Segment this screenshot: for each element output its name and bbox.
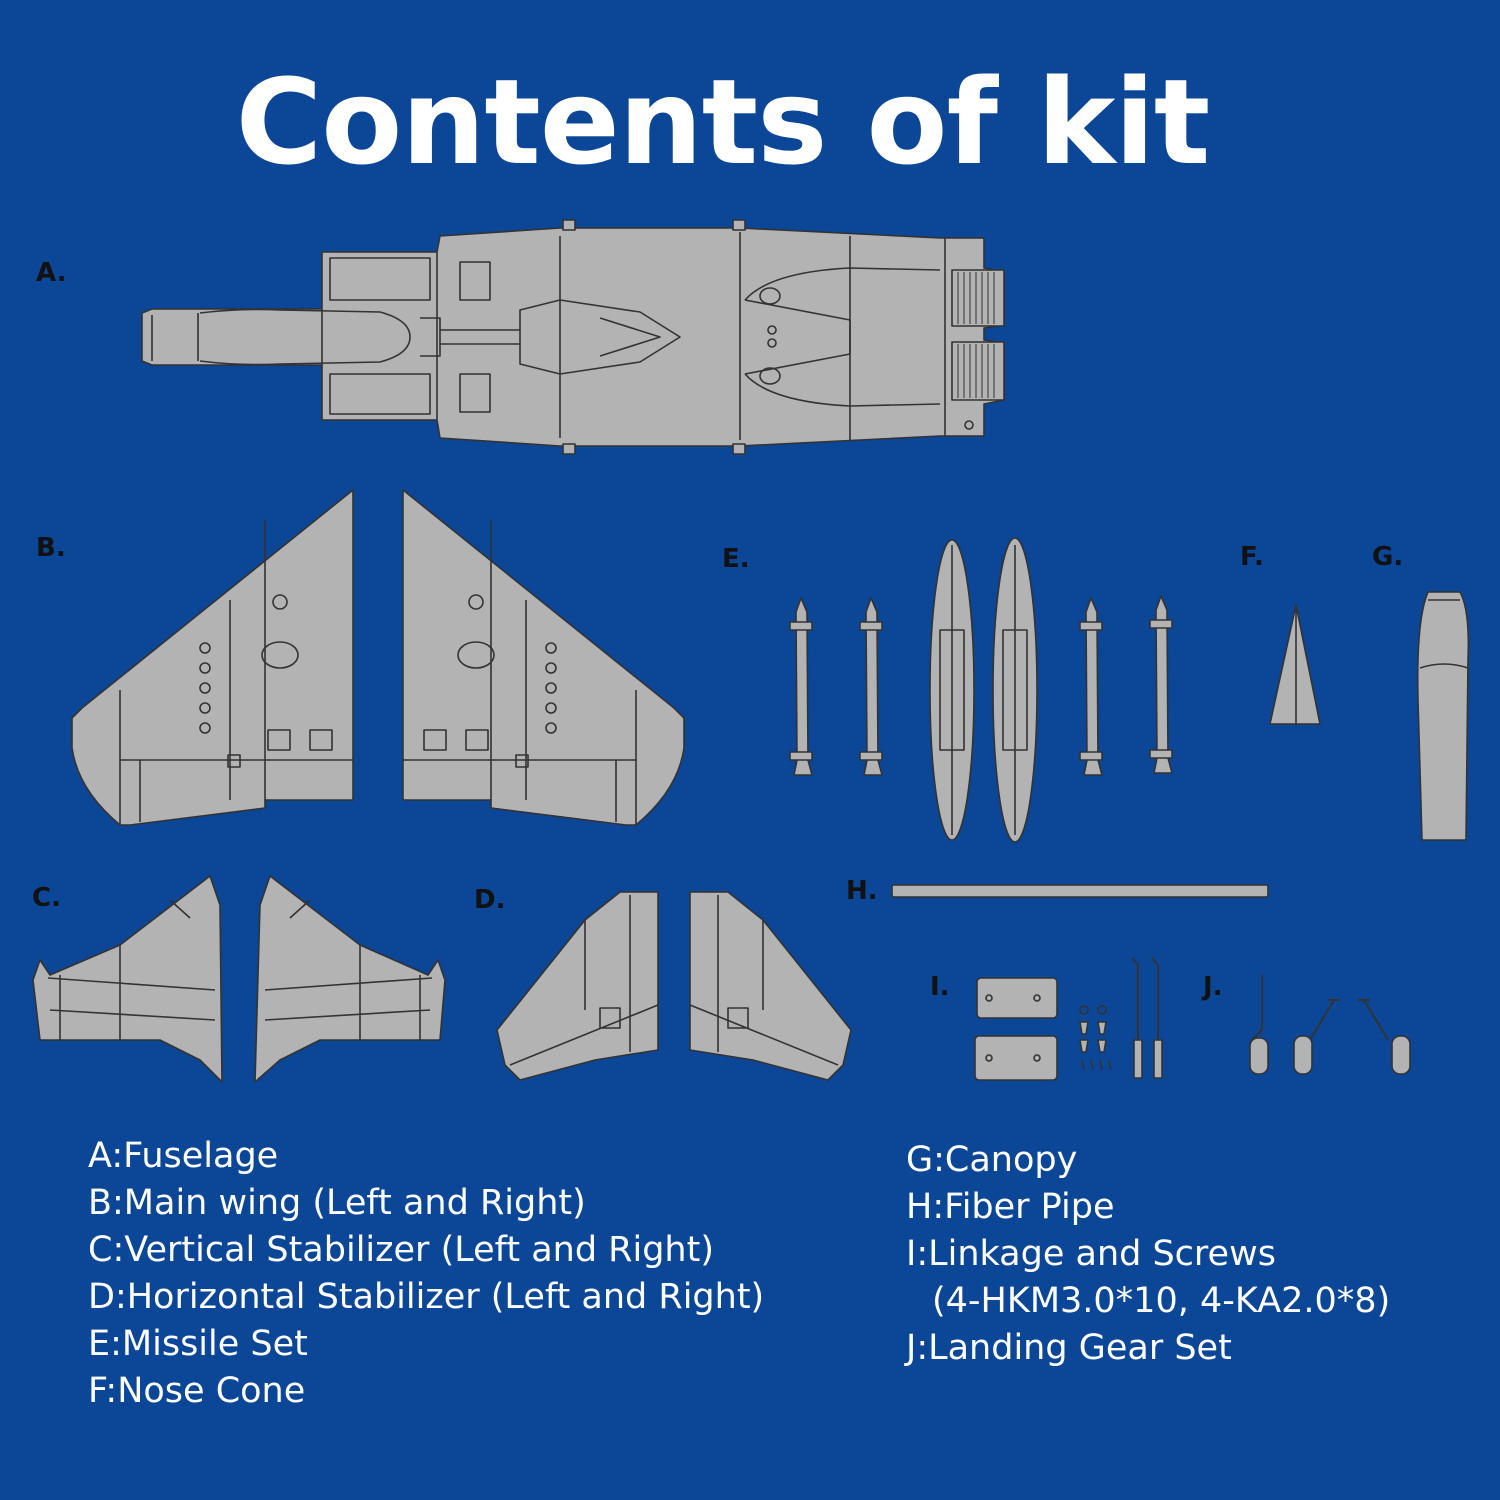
legend-item-a: A:Fuselage: [88, 1136, 279, 1176]
part-label-d: D.: [474, 885, 506, 915]
linkage-and-screws: [974, 957, 1163, 1081]
legend-item-d: D:Horizontal Stabilizer (Left and Right): [88, 1277, 765, 1317]
legend-item-f: F:Nose Cone: [88, 1371, 306, 1411]
legend-item-h: H:Fiber Pipe: [906, 1187, 1115, 1227]
part-label-e: E.: [722, 544, 750, 574]
part-label-b: B.: [36, 533, 66, 563]
part-label-a: A.: [36, 258, 67, 288]
part-label-f: F.: [1240, 542, 1264, 572]
main-wing-left: [71, 489, 354, 826]
main-wing-right: [402, 489, 685, 826]
fuselage-part: [141, 219, 1005, 455]
nose-cone-part: [1269, 604, 1321, 725]
part-label-g: G.: [1372, 542, 1404, 572]
vertical-stabilizer-right: [254, 875, 446, 1083]
fiber-pipe-part: [891, 884, 1269, 898]
vertical-stabilizer-left: [32, 875, 223, 1083]
part-label-c: C.: [32, 883, 61, 913]
legend-item-j: J:Landing Gear Set: [906, 1328, 1232, 1368]
legend-left-column: A:Fuselage B:Main wing (Left and Right) …: [88, 1133, 764, 1415]
missile-set: [789, 537, 1173, 843]
legend-right-column: G:Canopy H:Fiber Pipe I:Linkage and Scre…: [906, 1137, 1390, 1372]
legend-item-b: B:Main wing (Left and Right): [88, 1183, 586, 1223]
parts-illustration: [32, 219, 1470, 1083]
canopy-part: [1416, 591, 1470, 841]
horizontal-stabilizer-right: [689, 891, 852, 1081]
legend-item-e: E:Missile Set: [88, 1324, 308, 1364]
legend-item-i-detail: (4-HKM3.0*10, 4-KA2.0*8): [932, 1281, 1391, 1321]
legend-item-g: G:Canopy: [906, 1140, 1078, 1180]
page-title: Contents of kit: [235, 53, 1211, 191]
legend-item-c: C:Vertical Stabilizer (Left and Right): [88, 1230, 714, 1270]
part-label-i: I.: [930, 972, 950, 1002]
landing-gear-set: [1249, 975, 1411, 1075]
horizontal-stabilizer-left: [496, 891, 659, 1081]
legend-item-i: I:Linkage and Screws: [906, 1234, 1276, 1274]
part-label-h: H.: [846, 876, 878, 906]
part-label-j: J.: [1203, 972, 1223, 1002]
